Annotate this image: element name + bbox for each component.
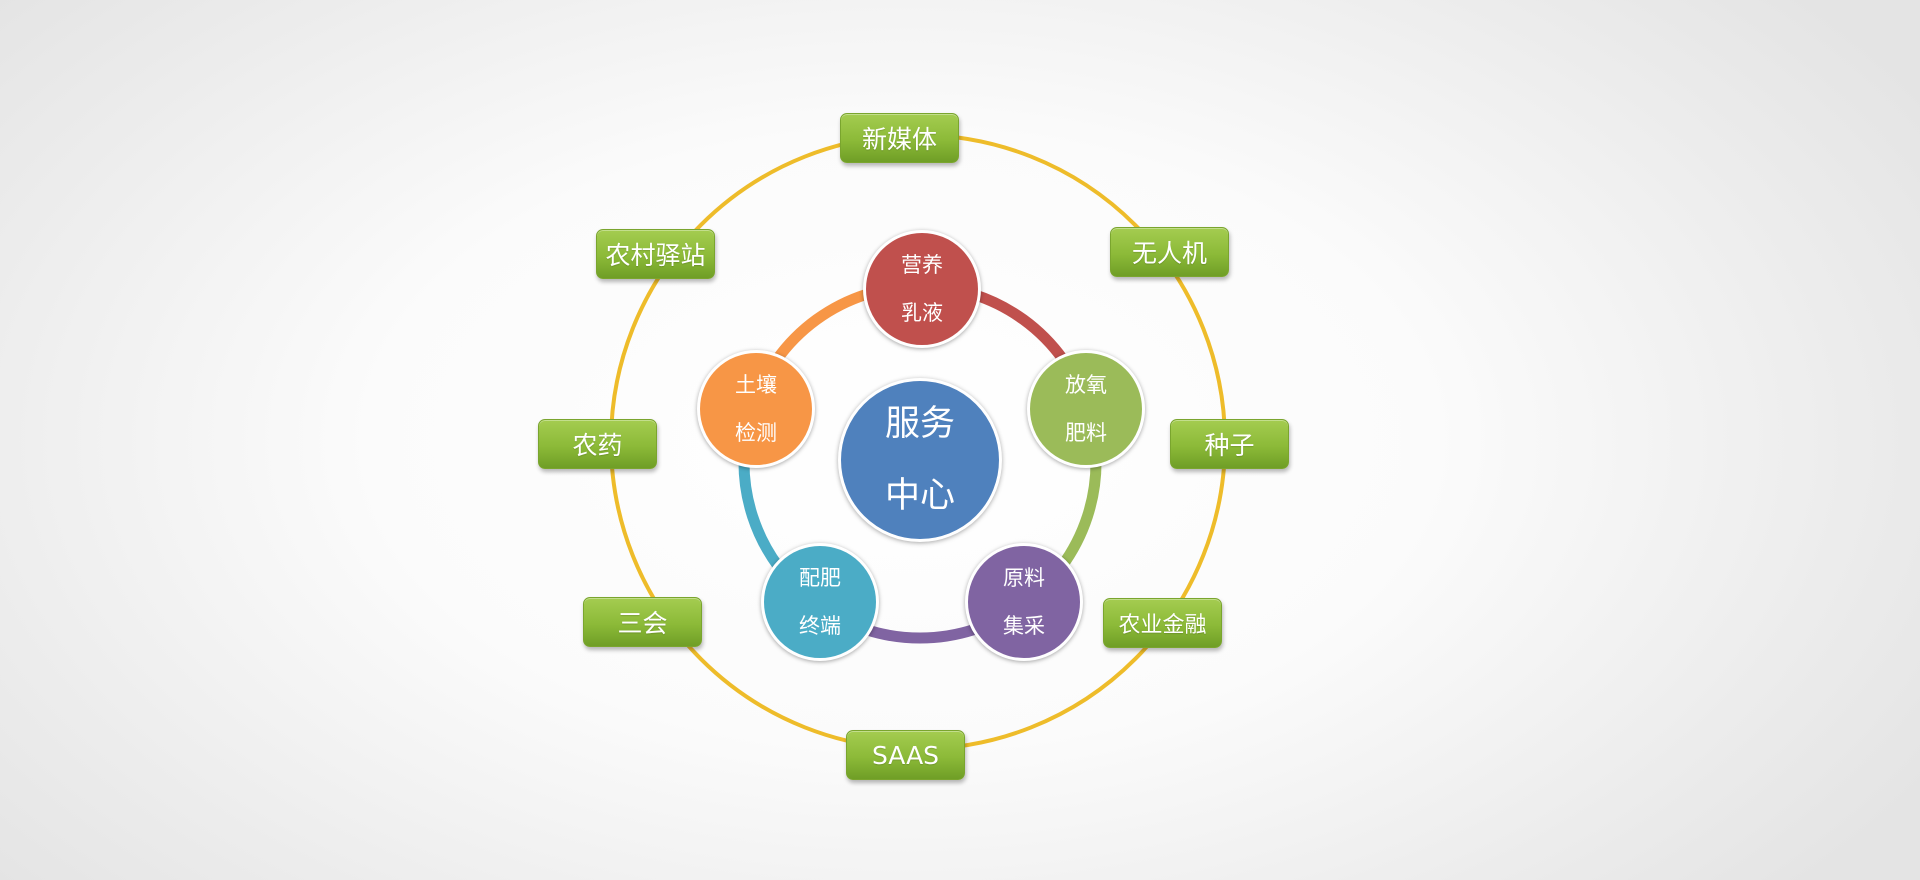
node-label-line2: 肥料	[1065, 421, 1107, 445]
node-label-line1: 配肥	[799, 566, 841, 590]
tag-three-meetings: 三会	[583, 597, 702, 647]
tag-agri-finance: 农业金融	[1103, 598, 1222, 648]
tag-saas: SAAS	[846, 730, 965, 780]
tag-new-media: 新媒体	[840, 113, 959, 163]
service-center-hub: 服务 中心	[838, 378, 1002, 542]
node-raw-material-procurement: 原料 集采	[965, 543, 1083, 661]
node-label-line2: 乳液	[901, 301, 943, 325]
node-fertilizer-terminal: 配肥 终端	[761, 543, 879, 661]
tag-pesticide: 农药	[538, 419, 657, 469]
node-label-line2: 终端	[799, 614, 841, 638]
tag-rural-station: 农村驿站	[596, 229, 715, 279]
tag-seeds: 种子	[1170, 419, 1289, 469]
tag-drone: 无人机	[1110, 227, 1229, 277]
node-label-line1: 原料	[1003, 566, 1045, 590]
node-label-line2: 检测	[735, 421, 777, 445]
node-label-line2: 集采	[1003, 614, 1045, 638]
center-label-line1: 服务	[884, 404, 955, 444]
node-label-line1: 营养	[901, 253, 943, 277]
node-oxygen-fertilizer: 放氧 肥料	[1027, 350, 1145, 468]
node-label-line1: 土壤	[735, 373, 777, 397]
center-label-line2: 中心	[884, 476, 955, 516]
node-label-line1: 放氧	[1065, 373, 1107, 397]
node-nutrition-emulsion: 营养 乳液	[863, 230, 981, 348]
node-soil-testing: 土壤 检测	[697, 350, 815, 468]
